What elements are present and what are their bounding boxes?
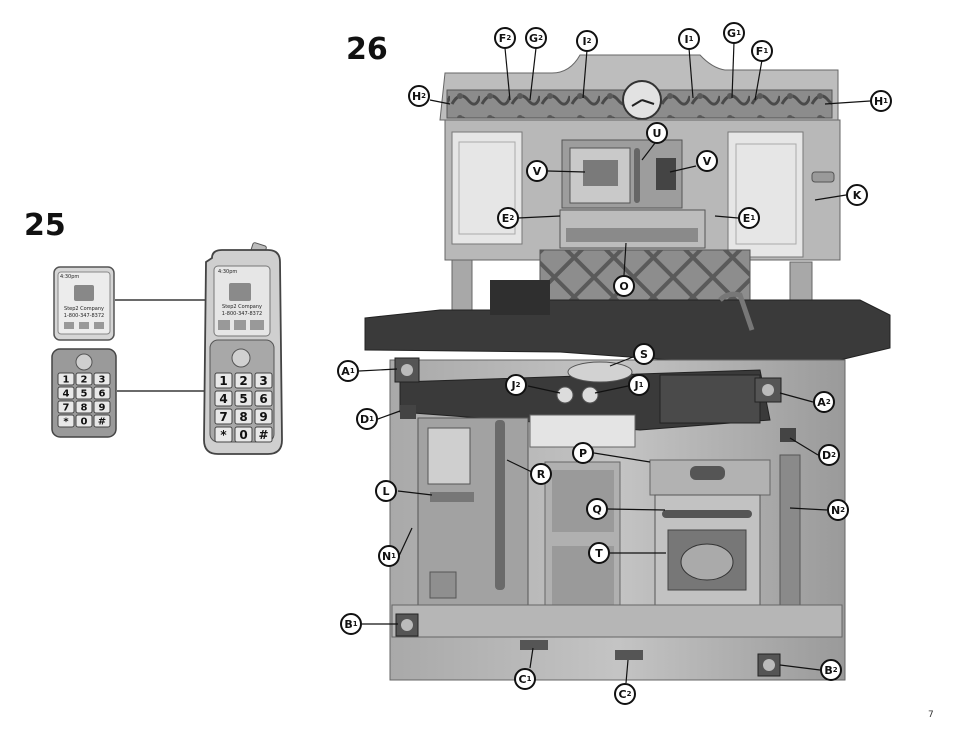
small-keypad-key-label: 9 xyxy=(99,403,106,414)
large-keypad-key-bg xyxy=(234,372,253,389)
callout-O: O xyxy=(613,275,635,297)
large-keypad-key-label: 4 xyxy=(219,392,227,406)
small-keypad-key-bg xyxy=(75,372,93,386)
large-keypad-key-label: 3 xyxy=(259,374,267,388)
upper-cabinets xyxy=(444,119,841,338)
small-keypad-key-label: 8 xyxy=(81,403,88,414)
large-keypad-key-bg xyxy=(214,390,233,407)
small-keypad-key-label: 5 xyxy=(81,389,88,400)
small-phone-number: 1-800-347-8372 xyxy=(63,313,105,319)
small-keypad-key-label: # xyxy=(98,417,106,428)
large-keypad-key-bg xyxy=(234,426,253,443)
large-keypad-key-label: # xyxy=(258,428,268,442)
countertop xyxy=(364,280,891,366)
large-keypad-key-bg xyxy=(214,426,233,443)
callout-V-right: V xyxy=(696,150,718,172)
step-number-26: 26 xyxy=(346,32,388,67)
large-keypad-key-bg xyxy=(234,390,253,407)
small-keypad-key-label: 1 xyxy=(63,375,70,386)
callout-leader-lines xyxy=(358,41,871,684)
small-keypad-key-label: 3 xyxy=(99,375,106,386)
large-keypad-key-bg xyxy=(234,408,253,425)
small-keypad-key-bg xyxy=(57,386,75,400)
large-keypad-key-bg xyxy=(254,390,273,407)
callout-S: S xyxy=(633,343,655,365)
small-keypad-key-bg xyxy=(57,400,75,414)
kitchen-top-crown xyxy=(439,54,839,121)
large-keypad-key-bg xyxy=(214,408,233,425)
large-keypad-key-label: 5 xyxy=(239,392,247,406)
large-keypad-key-bg xyxy=(214,372,233,389)
large-phone-company: Step2 Company xyxy=(222,304,262,310)
large-phone-time: 4:30pm xyxy=(218,269,238,275)
small-keypad-key-bg xyxy=(93,414,111,428)
small-keypad-key-bg xyxy=(93,372,111,386)
small-keypad-key-bg xyxy=(75,386,93,400)
small-phone-company: Step2 Company xyxy=(64,306,104,312)
small-keypad-key-bg xyxy=(75,414,93,428)
small-keypad-key-bg xyxy=(57,414,75,428)
small-keypad-key-label: 6 xyxy=(99,389,106,400)
large-keypad-key-label: 2 xyxy=(239,374,247,388)
large-keypad-key-bg xyxy=(254,426,273,443)
small-keypad-key-bg xyxy=(75,400,93,414)
phone-screen-faceplate xyxy=(53,266,115,341)
large-keypad-key-label: 9 xyxy=(259,410,267,424)
small-phone-time: 4:30pm xyxy=(60,274,80,280)
small-keypad-key-label: 2 xyxy=(81,375,88,386)
callout-P: P xyxy=(572,442,594,464)
large-keypad-key-bg xyxy=(254,408,273,425)
large-phone-number: 1-800-347-8372 xyxy=(221,311,263,317)
small-keypad-key-label: 7 xyxy=(63,403,70,414)
callout-V-left: V xyxy=(526,160,548,182)
callout-L: L xyxy=(375,480,397,502)
small-keypad-key-label: 4 xyxy=(63,389,70,400)
step-number-25: 25 xyxy=(24,208,66,243)
small-keypad-key-label: * xyxy=(63,417,69,428)
large-keypad-key-label: 8 xyxy=(239,410,247,424)
small-keypad-key-bg xyxy=(93,400,111,414)
large-keypad-key-bg xyxy=(254,372,273,389)
small-keypad-key-bg xyxy=(93,386,111,400)
large-keypad-key-label: * xyxy=(220,428,227,442)
callout-Q: Q xyxy=(586,498,608,520)
callout-K: K xyxy=(846,184,868,206)
lower-cabinet xyxy=(389,357,846,681)
callout-R: R xyxy=(530,463,552,485)
large-keypad-key-label: 0 xyxy=(239,428,247,442)
page-number: 7 xyxy=(928,710,934,720)
large-keypad-key-label: 6 xyxy=(259,392,267,406)
small-keypad-key-bg xyxy=(57,372,75,386)
callout-U: U xyxy=(646,122,668,144)
large-keypad-key-label: 1 xyxy=(219,374,227,388)
large-keypad-key-label: 7 xyxy=(219,410,227,424)
small-keypad-key-label: 0 xyxy=(81,417,88,428)
callout-T: T xyxy=(588,542,610,564)
